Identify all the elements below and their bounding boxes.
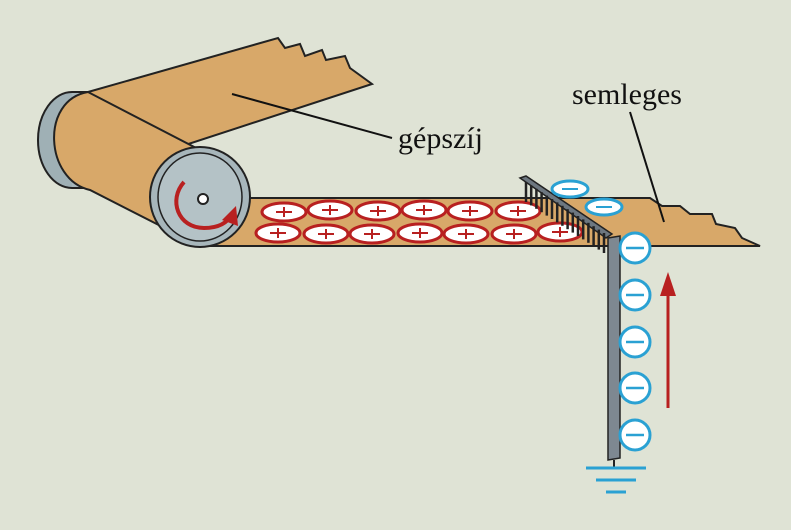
negative-charge-icon — [584, 197, 624, 217]
neutral-leader-line — [629, 111, 665, 223]
positive-charge-icon — [260, 201, 308, 223]
positive-charge-icon — [348, 223, 396, 245]
ground-icon — [586, 460, 646, 494]
axle-icon — [197, 193, 209, 205]
neutral-label: semleges — [572, 78, 682, 111]
negative-charge-icon — [550, 179, 590, 199]
negative-charge-icon — [618, 231, 652, 265]
positive-charge-icon — [354, 200, 402, 222]
negative-charge-icon — [618, 418, 652, 452]
rotation-arrow-icon — [174, 180, 238, 231]
positive-charge-icon — [442, 223, 490, 245]
positive-charge-icon — [396, 222, 444, 244]
positive-charges — [254, 199, 584, 245]
positive-charge-icon — [446, 200, 494, 222]
negative-charge-icon — [618, 371, 652, 405]
front-roller — [149, 146, 251, 248]
positive-charge-icon — [254, 222, 302, 244]
positive-charge-icon — [302, 223, 350, 245]
positive-charge-icon — [494, 200, 542, 222]
positive-charge-icon — [400, 199, 448, 221]
belt-label: gépszíj — [398, 122, 483, 155]
negative-charge-icon — [618, 278, 652, 312]
negative-charge-icon — [618, 325, 652, 359]
upward-arrow-icon — [660, 272, 676, 408]
comb-rod — [607, 235, 621, 461]
negative-charges — [550, 179, 652, 452]
positive-charge-icon — [536, 221, 584, 243]
positive-charge-icon — [306, 199, 354, 221]
belt-leader-line — [231, 93, 393, 139]
positive-charge-icon — [490, 223, 538, 245]
comb — [518, 175, 621, 461]
